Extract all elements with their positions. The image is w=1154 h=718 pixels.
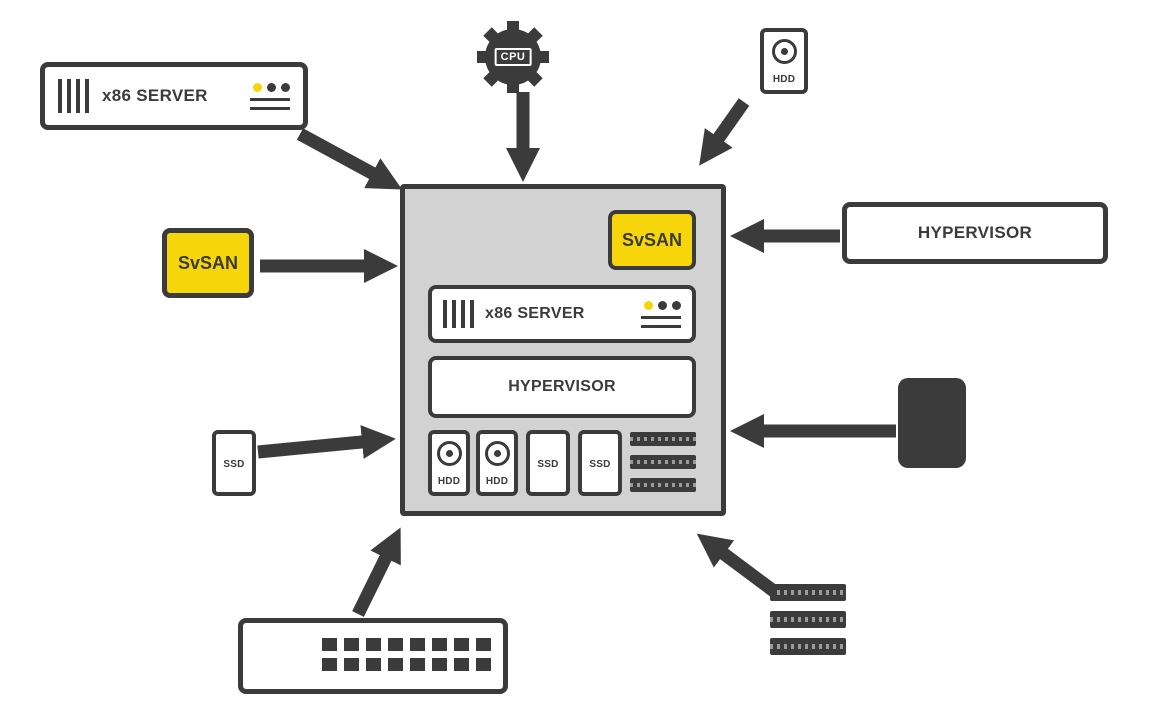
led-dot: [281, 82, 290, 92]
led-dots-icon: [253, 82, 290, 92]
external-svsan-box: SvSAN: [162, 228, 254, 298]
led-dot-yellow: [253, 82, 262, 92]
arrow-hdd-to-node: [699, 98, 750, 166]
external-hypervisor-box: HYPERVISOR: [842, 202, 1108, 264]
external-server-label: x86 SERVER: [102, 86, 208, 105]
server-vents-icon: [443, 300, 474, 328]
storage-drive-icon: [898, 378, 966, 468]
central-hdd-2-label: HDD: [485, 476, 509, 487]
central-hdd-1: HDD: [428, 430, 470, 496]
status-lights-icon: [641, 300, 681, 328]
hdd-platter-icon: [436, 441, 462, 466]
ram-stick-icon: [630, 432, 696, 446]
external-hdd-label: HDD: [772, 74, 796, 85]
ram-stick-icon: [630, 478, 696, 492]
arrow-ssd-to-node: [257, 425, 396, 459]
led-dot: [672, 300, 681, 310]
central-svsan-label: SvSAN: [621, 229, 683, 250]
external-ram: [770, 584, 846, 655]
status-lights-icon: [250, 82, 290, 110]
switch-ports-icon: [322, 638, 491, 671]
external-ssd: SSD: [212, 430, 256, 496]
external-hypervisor-label: HYPERVISOR: [917, 223, 1033, 242]
led-dot-yellow: [644, 300, 653, 310]
server-vents-icon: [58, 79, 89, 113]
ram-stick-icon: [630, 455, 696, 469]
external-hdd: HDD: [760, 28, 808, 94]
central-server-label: x86 SERVER: [485, 305, 585, 322]
central-ssd-1-label: SSD: [537, 458, 559, 470]
central-hdd-1-label: HDD: [437, 476, 461, 487]
central-ssd-2-label: SSD: [589, 458, 611, 470]
central-ssd-2: SSD: [578, 430, 622, 496]
external-cpu-label: CPU: [494, 48, 532, 66]
hdd-platter-icon: [484, 441, 510, 466]
central-x86-server-box: x86 SERVER: [428, 285, 696, 343]
external-svsan-label: SvSAN: [177, 252, 239, 273]
ram-stick-icon: [770, 638, 846, 655]
external-x86-server-box: x86 SERVER: [40, 62, 308, 130]
ram-stick-icon: [770, 584, 846, 601]
central-hdd-2: HDD: [476, 430, 518, 496]
central-hypervisor-label: HYPERVISOR: [508, 378, 616, 395]
led-dot: [267, 82, 276, 92]
arrow-switch-to-node: [352, 527, 401, 617]
central-ssd-1: SSD: [526, 430, 570, 496]
led-lines-icon: [250, 97, 290, 110]
network-switch: [238, 618, 508, 694]
led-dot: [658, 300, 667, 310]
central-svsan-box: SvSAN: [608, 210, 696, 270]
arrow-server-to-node: [296, 128, 403, 190]
led-lines-icon: [641, 315, 681, 328]
central-hypervisor-box: HYPERVISOR: [428, 356, 696, 418]
central-node-panel: SvSAN x86 SERVER HYPERVISOR: [400, 184, 726, 516]
led-dots-icon: [644, 300, 681, 310]
cpu-gear-icon: [477, 21, 549, 93]
external-cpu: CPU: [476, 20, 550, 94]
external-ssd-label: SSD: [223, 458, 245, 470]
central-ram: [630, 432, 696, 492]
hdd-platter-icon: [771, 39, 797, 64]
arrow-ram-to-node: [696, 533, 779, 598]
ram-stick-icon: [770, 611, 846, 628]
